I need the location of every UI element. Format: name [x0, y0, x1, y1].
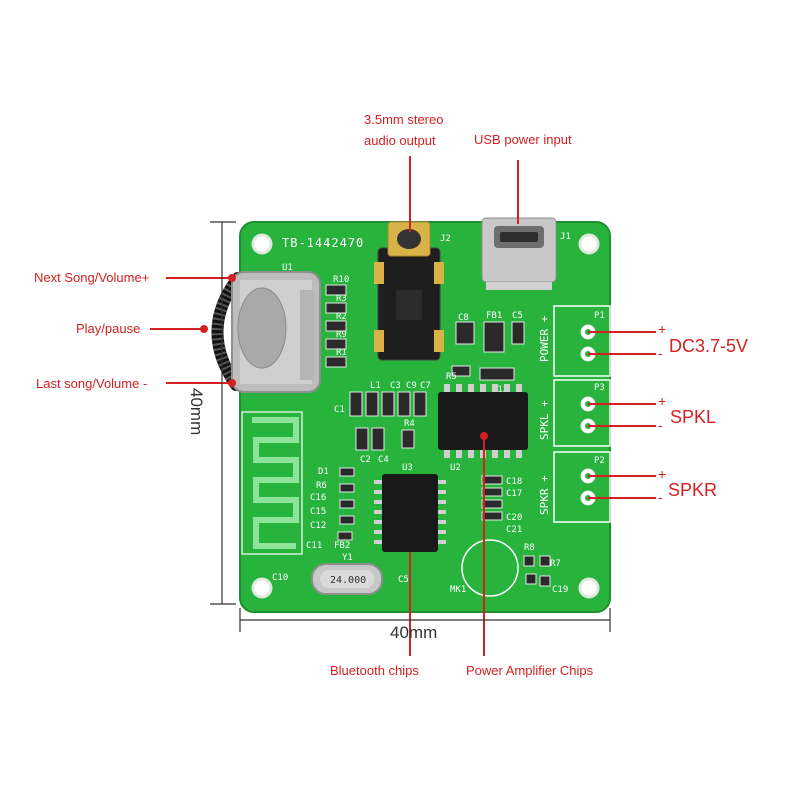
silk-u3: U3 [402, 463, 413, 473]
silk-spkl-side: SPKL + [538, 400, 551, 440]
silk-c11: C11 [306, 541, 322, 551]
silk-c7: C7 [420, 381, 431, 391]
silk-c9: C9 [406, 381, 417, 391]
terminal-frames [553, 305, 611, 523]
silk-c10: C10 [272, 573, 288, 583]
dimension-width: 40mm [390, 623, 438, 642]
silk-c6: C5 [398, 575, 409, 585]
silk-c1: C1 [334, 405, 345, 415]
silk-c2: C2 [360, 455, 371, 465]
board-id-text: TB-1442470 [282, 236, 364, 250]
silk-c8: C8 [458, 313, 469, 323]
label-spkl: SPKL [670, 407, 717, 427]
silk-c15: C15 [310, 507, 326, 517]
label-audio-out-2: audio output [364, 133, 436, 148]
silk-power-side: POWER + [538, 315, 551, 362]
spkl-minus: - [658, 417, 663, 433]
label-audio-out-1: 3.5mm stereo [364, 112, 444, 127]
audio-jack [374, 221, 444, 361]
label-power-range: DC3.7-5V [669, 336, 749, 356]
silk-y1: Y1 [342, 553, 353, 563]
silk-fb2: FB2 [334, 541, 350, 551]
silk-spkr-side: SPKR + [538, 475, 551, 515]
dimension-height: 40mm [187, 388, 206, 436]
silk-c13: C13 [492, 385, 508, 395]
dimension-lines [210, 221, 611, 632]
silk-c4: C4 [378, 455, 389, 465]
antenna-trace [252, 417, 299, 549]
silk-r9: R9 [336, 330, 347, 340]
callout-lines [150, 156, 656, 656]
silk-r7: R7 [550, 559, 561, 569]
silk-p2: P2 [594, 456, 605, 466]
usb-connector [481, 217, 557, 290]
spkl-plus: + [658, 393, 667, 409]
silk-p3: P3 [594, 383, 605, 393]
silk-c3: C3 [390, 381, 401, 391]
silk-p1: P1 [594, 311, 605, 321]
silk-l1: L1 [370, 381, 381, 391]
power-minus: - [658, 345, 663, 361]
mounting-holes [251, 233, 600, 599]
spkr-plus: + [658, 466, 667, 482]
silk-c16: C16 [310, 493, 326, 503]
silk-r5: R5 [446, 372, 457, 382]
silk-r10: R10 [333, 275, 349, 285]
small-components [451, 321, 525, 381]
silk-c19: C19 [552, 585, 568, 595]
label-bluetooth: Bluetooth chips [330, 663, 419, 678]
silk-c5: C5 [512, 311, 523, 321]
power-plus: + [658, 321, 667, 337]
label-next-song: Next Song/Volume+ [34, 270, 150, 285]
silk-r6: R6 [316, 481, 327, 491]
label-spkr: SPKR [668, 480, 718, 500]
silk-u1: U1 [282, 263, 293, 273]
silk-r4: R4 [404, 419, 415, 429]
bt-passives [337, 467, 355, 541]
silk-j1: J1 [560, 232, 571, 242]
resistor-column [325, 284, 347, 368]
silk-d1: D1 [318, 467, 329, 477]
silk-r8: R8 [524, 543, 535, 553]
silk-c17: C17 [506, 489, 522, 499]
silk-c18: C18 [506, 477, 522, 487]
silk-c21: C21 [506, 525, 522, 535]
label-play-pause: Play/pause [76, 321, 141, 336]
bluetooth-chip [374, 474, 446, 552]
cap-column [481, 475, 503, 521]
silk-r1: R1 [336, 348, 347, 358]
thumbwheel-switch [211, 271, 321, 393]
silk-c12: C12 [310, 521, 326, 531]
crystal [311, 563, 383, 595]
silk-u2: U2 [450, 463, 461, 473]
silk-c20: C20 [506, 513, 522, 523]
silk-fb1: FB1 [486, 311, 502, 321]
capacitor-block [349, 391, 427, 451]
label-last-song: Last song/Volume - [36, 376, 148, 391]
mic-outline [461, 539, 519, 597]
label-amplifier: Power Amplifier Chips [466, 663, 594, 678]
silk-crystal: 24.000 [330, 575, 366, 586]
silk-j2: J2 [440, 234, 451, 244]
silk-mk1: MK1 [450, 585, 466, 595]
silk-r2: R2 [336, 312, 347, 322]
label-usb-power: USB power input [474, 132, 572, 147]
spkr-minus: - [658, 489, 663, 505]
silk-r3: R3 [336, 294, 347, 304]
